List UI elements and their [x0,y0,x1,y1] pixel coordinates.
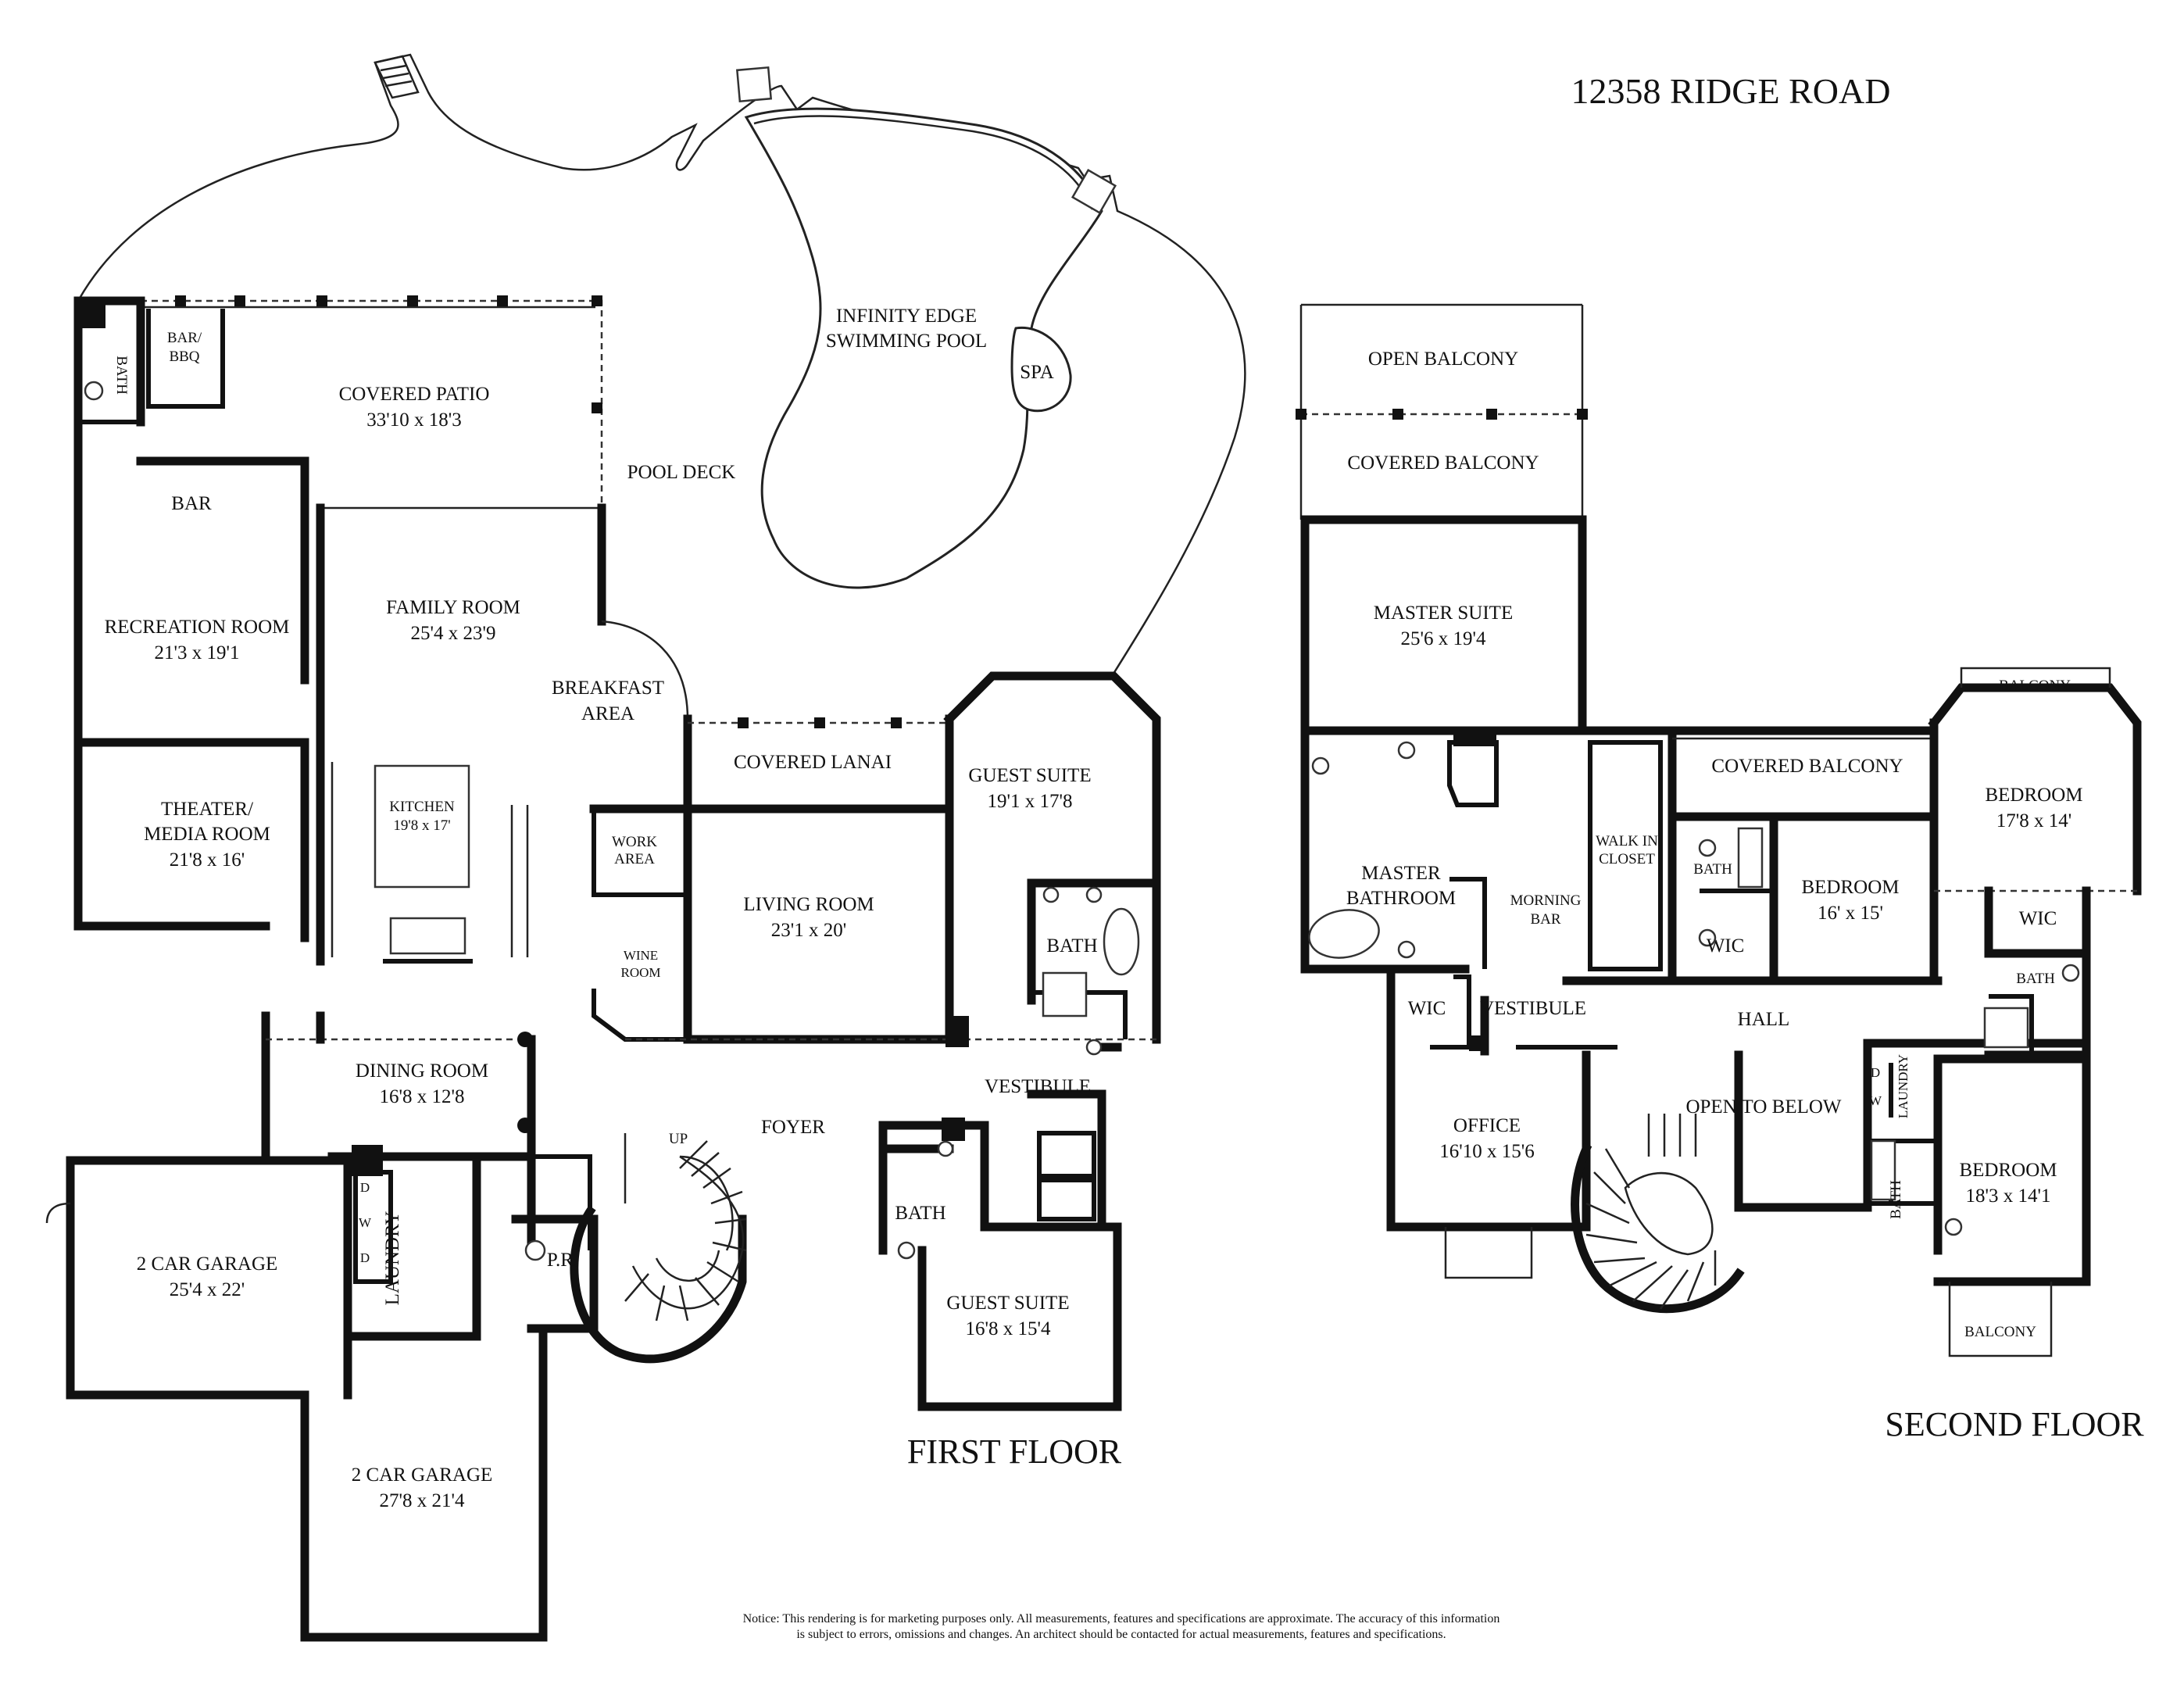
label-master-bath-1: MASTER [1361,863,1441,884]
label-bedroom-3: BEDROOM [1959,1160,2057,1181]
label-spa: SPA [1020,362,1054,383]
dims-master-suite: 25'6 x 19'4 [1400,628,1486,649]
label-washer: W [359,1215,372,1230]
label-guest-suite-2: GUEST SUITE [946,1293,1069,1314]
dims-guest-suite-1: 19'1 x 17'8 [987,791,1072,812]
label-morning-bar-2: BAR [1530,911,1560,928]
pool-area [77,53,1246,681]
label-open-to-below: OPEN TO BELOW [1685,1096,1841,1118]
label-recreation-room: RECREATION ROOM [105,617,290,638]
dims-garage-1: 25'4 x 22' [170,1279,245,1300]
label-covered-lanai: COVERED LANAI [734,752,892,773]
label-bath-2nd-2: BATH [2016,971,2055,987]
notice-line-1: Notice: This rendering is for marketing … [743,1612,1500,1625]
label-living-room: LIVING ROOM [743,894,874,915]
first-floor-stair [624,1140,747,1321]
label-foyer: FOYER [761,1117,825,1138]
label-dryer-2: D [360,1250,370,1265]
dims-family-room: 25'4 x 23'9 [410,623,495,644]
label-breakfast-1: BREAKFAST [552,678,664,699]
infinity-pool [744,107,1103,589]
label-covered-balcony-top: COVERED BALCONY [1347,452,1539,474]
notice-line-2: is subject to errors, omissions and chan… [796,1628,1446,1641]
label-master-suite: MASTER SUITE [1374,603,1513,624]
dims-theater: 21'8 x 16' [170,849,245,871]
dims-bedroom-2: 17'8 x 14' [1996,810,2072,831]
first-floor-walls [45,296,1161,1642]
dims-bedroom-3: 18'3 x 14'1 [1965,1186,2050,1207]
label-garage-1: 2 CAR GARAGE [137,1253,278,1275]
label-stair-up: UP [669,1131,688,1147]
label-laundry-second: LAUNDRY [1896,1054,1911,1118]
label-morning-bar-1: MORNING [1510,892,1582,909]
label-hall: HALL [1738,1009,1790,1030]
label-wic-2: WIC [1707,935,1745,957]
label-theater-1: THEATER/ [161,799,253,820]
label-bath-patio: BATH [113,356,130,395]
label-walk-in-closet-2: CLOSET [1599,851,1655,867]
label-laundry-first: LAUNDRY [382,1211,403,1306]
label-dryer-second: D [1871,1065,1880,1080]
dims-dining-room: 16'8 x 12'8 [379,1086,464,1107]
patio-posts [74,295,969,1176]
label-bar-bbq-2: BBQ [169,349,199,365]
label-dining-room: DINING ROOM [356,1060,488,1082]
label-balcony-top-right: BALCONY [1999,678,2071,694]
label-bedroom-1: BEDROOM [1801,877,1899,898]
label-master-bath-2: BATHROOM [1346,888,1456,909]
label-second-floor: SECOND FLOOR [1885,1405,2144,1443]
address-title: 12358 RIDGE ROAD [1571,71,1891,111]
label-wine-room-1: WINE [624,948,658,963]
label-bath-2nd-1: BATH [1693,861,1732,878]
label-bath-guest-1: BATH [1046,935,1097,957]
label-bar-bbq-1: BAR/ [167,330,202,346]
label-wine-room-2: ROOM [620,965,660,980]
dims-covered-patio: 33'10 x 18'3 [366,409,462,431]
label-bath-2nd-3: BATH [1888,1180,1904,1219]
second-floor-fixtures [1311,731,2080,1236]
label-balcony-bottom: BALCONY [1964,1324,2036,1340]
first-floor-fixtures [84,381,1140,1261]
label-bedroom-2: BEDROOM [1985,785,2082,806]
spa [1010,326,1072,413]
label-work-area-1: WORK [612,834,657,850]
label-office: OFFICE [1453,1115,1521,1136]
label-covered-balcony-mid: COVERED BALCONY [1711,756,1903,777]
label-vestibule-second: VESTIBULE [1480,998,1586,1019]
label-dryer-1: D [360,1180,370,1195]
dims-recreation-room: 21'3 x 19'1 [154,642,239,663]
label-breakfast-2: AREA [581,703,634,724]
second-floor-walls [1296,303,2142,1357]
dims-bedroom-1: 16' x 15' [1818,903,1883,924]
label-walk-in-closet-1: WALK IN [1596,833,1658,849]
labels: 12358 RIDGE ROAD COVERED PATIO 33'10 x 1… [105,71,2145,1641]
label-open-balcony: OPEN BALCONY [1368,349,1518,370]
label-kitchen: KITCHEN [389,799,455,815]
label-family-room: FAMILY ROOM [386,597,520,618]
pool-deck-outline [77,53,1246,681]
label-bar: BAR [171,493,212,514]
label-bath-guest-2: BATH [895,1203,945,1224]
label-theater-2: MEDIA ROOM [144,824,270,845]
dims-guest-suite-2: 16'8 x 15'4 [965,1318,1051,1339]
label-first-floor: FIRST FLOOR [907,1432,1122,1471]
label-work-area-2: AREA [614,851,655,867]
dims-living-room: 23'1 x 20' [771,920,847,941]
label-vestibule-first: VESTIBULE [985,1076,1091,1097]
label-pool-2: SWIMMING POOL [826,331,987,352]
label-wic-3: WIC [2019,908,2057,929]
label-powder-room: P.R. [547,1250,578,1271]
dims-office: 16'10 x 15'6 [1439,1141,1535,1162]
label-wic-1: WIC [1408,998,1446,1019]
label-washer-second: W [1869,1093,1882,1108]
label-guest-suite-1: GUEST SUITE [968,765,1091,786]
dims-kitchen: 19'8 x 17' [393,817,450,834]
label-pool-1: INFINITY EDGE [836,306,977,327]
label-covered-patio: COVERED PATIO [339,384,490,405]
label-garage-2: 2 CAR GARAGE [352,1464,493,1486]
dims-garage-2: 27'8 x 21'4 [379,1490,465,1511]
label-pool-deck: POOL DECK [627,462,736,483]
